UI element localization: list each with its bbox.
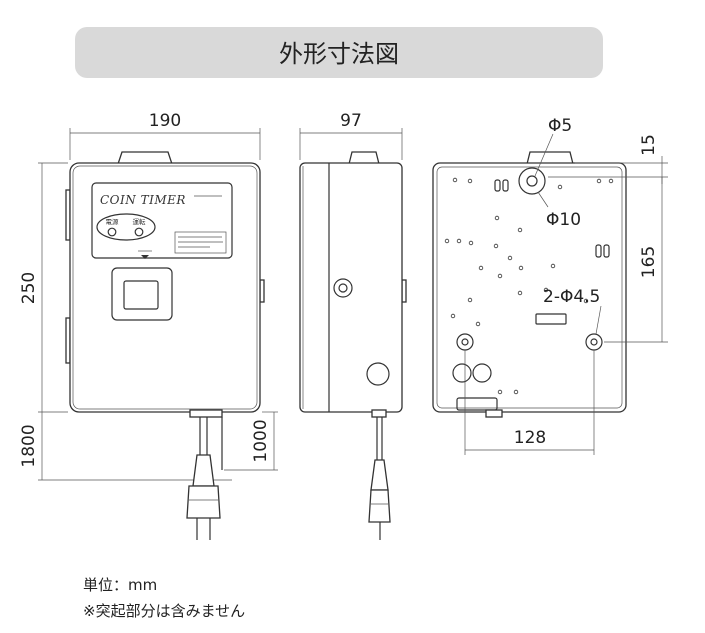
side-cord-bushing <box>371 409 387 418</box>
small-hole <box>518 265 524 271</box>
front-plug-body <box>186 485 221 519</box>
cord-total-label: 1800 <box>19 424 39 467</box>
front-plug-icon <box>186 454 221 540</box>
small-hole <box>497 273 503 279</box>
front-body <box>69 162 261 413</box>
small-hole <box>517 290 523 296</box>
phi5-leader <box>534 133 554 177</box>
lock-cylinder <box>338 283 348 293</box>
small-hole <box>467 178 473 184</box>
unit-note: 単位：mm <box>83 576 157 594</box>
slot-marker-arrow-icon <box>141 255 149 259</box>
back-bottom-rail <box>456 397 498 411</box>
small-hole <box>583 298 589 304</box>
front-plug-strain-relief <box>192 454 215 487</box>
small-hole <box>596 178 602 184</box>
phi5-label: Φ5 <box>548 116 572 136</box>
title-banner: 外形寸法図 <box>75 27 603 78</box>
back-cord-bushing <box>485 409 503 418</box>
cord-partial-label: 1000 <box>251 419 271 462</box>
small-hole <box>543 287 549 293</box>
front-width-label: 190 <box>149 111 181 131</box>
title-banner-bg <box>75 27 603 78</box>
front-height-label: 250 <box>19 272 39 304</box>
mount-holes-leader <box>595 305 602 335</box>
small-hole <box>450 313 456 319</box>
side-view: 97 <box>299 111 407 540</box>
back-rect-opening <box>535 313 567 325</box>
front-top-tab <box>117 151 173 165</box>
small-hole <box>497 389 503 395</box>
back-slot-1 <box>494 179 501 192</box>
phi10-leader <box>537 191 549 208</box>
lamp-oval <box>96 213 156 241</box>
phi10-label: Φ10 <box>546 210 581 230</box>
small-hole <box>494 215 500 221</box>
dim-15-label: 15 <box>639 134 659 156</box>
small-hole <box>493 243 499 249</box>
small-hole <box>467 297 473 303</box>
small-hole <box>456 238 462 244</box>
back-small-holes <box>444 177 614 395</box>
small-hole <box>475 321 481 327</box>
front-view: 190 COIN TIMER 電源 運転 <box>19 111 278 540</box>
small-hole <box>478 265 484 271</box>
small-hole <box>468 240 474 246</box>
knockout-right <box>472 363 492 383</box>
lamp-power-label: 電源 <box>106 217 120 226</box>
side-plug-icon <box>368 459 391 540</box>
lamp-run-label: 運転 <box>133 217 147 226</box>
page-title: 外形寸法図 <box>279 40 399 68</box>
back-body-inner <box>436 166 623 409</box>
coin-slot-opening <box>123 280 159 310</box>
front-body-bevel <box>72 165 258 410</box>
keyhole-large <box>518 167 546 195</box>
back-body <box>432 162 627 413</box>
coin-slot-frame <box>111 267 173 321</box>
small-hole <box>513 389 519 395</box>
side-body <box>299 162 403 413</box>
side-plug-strain-relief <box>370 459 389 491</box>
lamp-run-indicator <box>134 227 144 237</box>
side-round-hole <box>366 362 390 386</box>
back-slot-2 <box>502 179 509 192</box>
side-top-tab <box>348 151 380 165</box>
label-panel-frame <box>91 182 233 259</box>
small-hole <box>557 184 563 190</box>
keyhole-small <box>526 175 538 187</box>
knockout-left <box>452 363 472 383</box>
back-slot-3 <box>595 244 602 258</box>
exclusion-note: ※突起部分は含みません <box>83 602 245 620</box>
small-hole <box>608 178 614 184</box>
front-cord-bushing <box>189 409 223 418</box>
dim-165-label: 165 <box>639 246 659 278</box>
caution-box <box>174 231 227 254</box>
brand-logo-text: COIN TIMER <box>100 193 186 207</box>
front-label-panel: COIN TIMER 電源 運転 <box>91 182 233 259</box>
small-hole <box>444 238 450 244</box>
small-hole <box>452 177 458 183</box>
dim-128-label: 128 <box>514 428 546 448</box>
back-slot-4 <box>603 244 610 258</box>
small-hole <box>550 263 556 269</box>
mount-hole-left-inner <box>461 338 469 346</box>
mount-hole-right-inner <box>590 338 598 346</box>
lock-icon <box>333 278 353 298</box>
mount-holes-label: 2-Φ4.5 <box>543 287 600 307</box>
small-hole <box>517 227 523 233</box>
side-plug-body <box>368 489 391 523</box>
side-depth-label: 97 <box>340 111 362 131</box>
lamp-power-indicator <box>107 227 117 237</box>
small-hole <box>507 255 513 261</box>
back-view: 15 165 Φ5 Φ10 2-Φ4.5 128 <box>432 116 668 455</box>
back-top-tab <box>526 151 574 165</box>
